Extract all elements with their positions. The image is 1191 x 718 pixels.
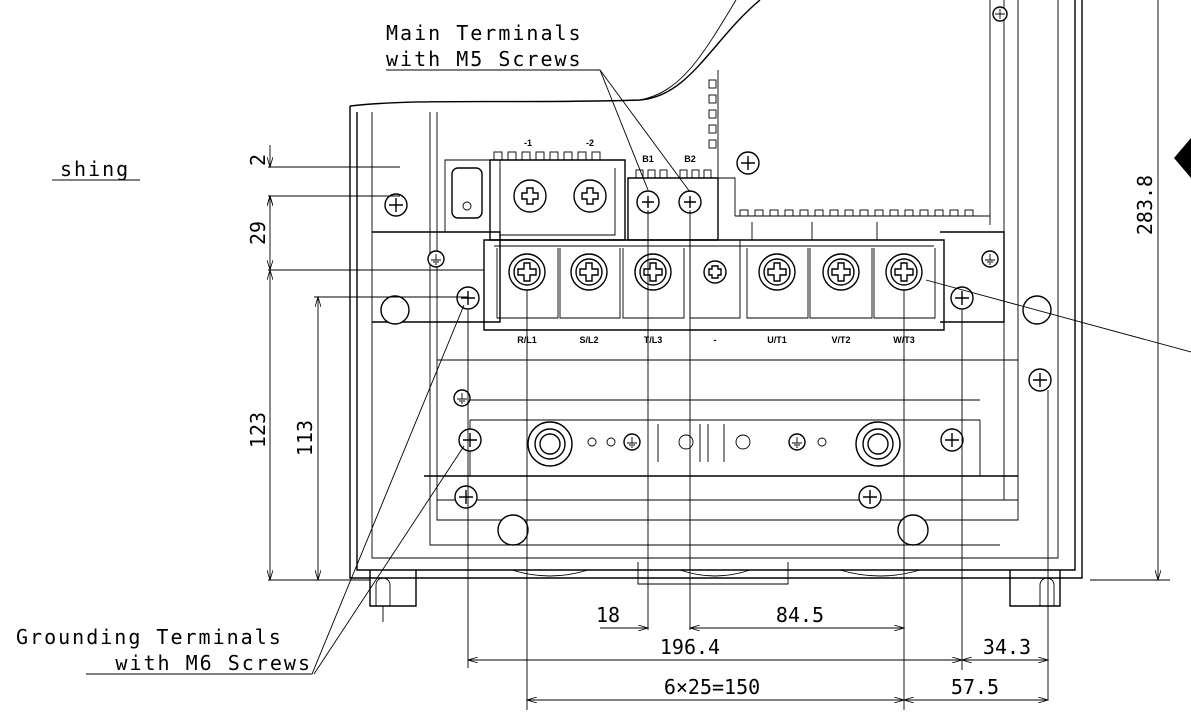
callouts: Main Terminals with M5 Screws shing Grou…: [16, 21, 583, 675]
enclosure: [349, 0, 1083, 622]
main-terminal-strip: [483, 222, 945, 331]
brake-terminal-block: [627, 169, 719, 241]
dimension-labels: 2 29 123 113 283.8 18 84.5 196.4 34.3 6×…: [246, 154, 1157, 699]
callout-main-terminals-line1: Main Terminals: [386, 21, 583, 45]
callout-bushing-partial: shing: [60, 157, 130, 181]
dim-6x25-150: 6×25=150: [664, 675, 760, 699]
dim-123: 123: [246, 412, 270, 448]
dim-84-5: 84.5: [776, 603, 824, 627]
terminal-label-b1: B1: [642, 154, 654, 164]
dim-2: 2: [246, 154, 270, 166]
dim-29: 29: [246, 221, 270, 245]
terminal-label-b2: B2: [684, 154, 696, 164]
dimension-lines: [268, 0, 1170, 710]
callout-grounding-line1: Grounding Terminals: [16, 625, 283, 649]
terminal-labels: -1 -2 B1 B2 R/L1 S/L2 T/L3 - U/T1 V/T2 W…: [517, 138, 915, 345]
dc-terminal-block: [489, 151, 626, 241]
callout-grounding-line2: with M6 Screws: [115, 651, 312, 675]
terminal-label-vt2: V/T2: [831, 335, 850, 345]
terminal-label-sl2: S/L2: [579, 335, 598, 345]
dim-113: 113: [293, 420, 317, 456]
grounding-screws: [380, 151, 1052, 546]
arrow-marker-icon: [1174, 138, 1191, 178]
terminal-label-n1: -1: [524, 138, 532, 148]
dim-283-8: 283.8: [1133, 175, 1157, 235]
callout-main-terminals-line2: with M5 Screws: [386, 47, 583, 71]
dim-34-3: 34.3: [983, 635, 1031, 659]
leader-lines: [52, 69, 1191, 675]
dim-57-5: 57.5: [951, 675, 999, 699]
dim-18: 18: [596, 603, 620, 627]
terminal-label-ut1: U/T1: [767, 335, 787, 345]
dim-196-4: 196.4: [660, 635, 720, 659]
terminal-label-n2: -2: [586, 138, 594, 148]
terminal-label-tl3: T/L3: [644, 335, 663, 345]
terminal-label-minus: -: [714, 335, 717, 345]
